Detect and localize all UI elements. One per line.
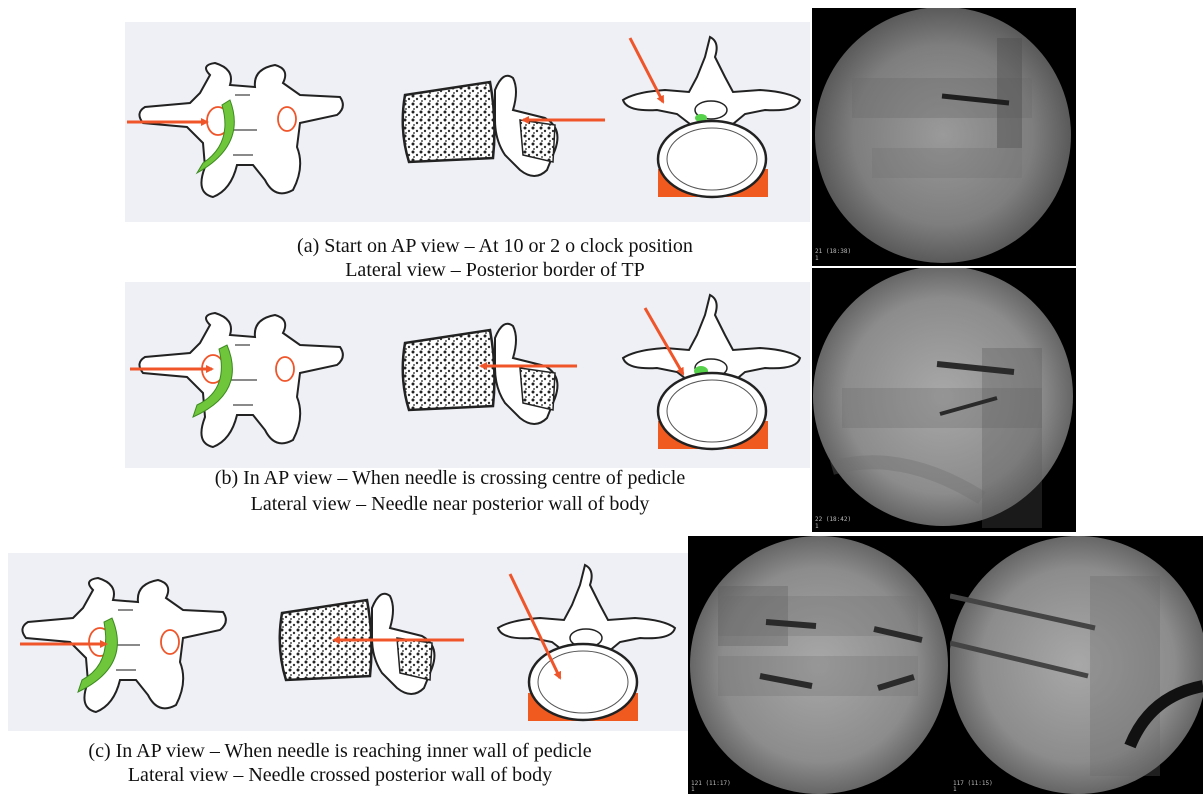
fluoro-label-c-ap: 121 (11:17) — [691, 780, 731, 787]
axial-view-vertebra-a — [615, 32, 810, 202]
fluoro-label-a: 21 (18:38) — [815, 248, 851, 255]
caption-a-line2: Lateral view – Posterior border of TP — [250, 258, 740, 282]
ap-view-vertebra-c — [8, 570, 248, 730]
axial-view-vertebra-b — [615, 290, 810, 460]
fluoro-label-c-lateral: 117 (11:15) — [953, 780, 993, 787]
lateral-view-vertebra-c — [272, 588, 492, 708]
caption-c-line1: (c) In AP view – When needle is reaching… — [20, 739, 660, 763]
axial-view-vertebra-c — [490, 560, 685, 730]
lateral-view-vertebra-a — [395, 70, 615, 190]
lateral-view-vertebra-b — [395, 318, 615, 438]
ap-view-vertebra-a — [125, 55, 365, 215]
fluoro-sublabel-c-ap: 1 — [691, 786, 695, 793]
ap-view-vertebra-b — [125, 305, 365, 465]
fluoroscopy-image-b: 22 (18:42) 1 — [812, 268, 1076, 532]
fluoro-sublabel-a: 1 — [815, 255, 819, 262]
fluoro-sublabel-b: 1 — [815, 523, 819, 530]
fluoroscopy-image-c-lateral: 117 (11:15) 1 — [950, 536, 1203, 794]
caption-b-line2: Lateral view – Needle near posterior wal… — [140, 492, 760, 516]
caption-b-line1: (b) In AP view – When needle is crossing… — [140, 466, 760, 490]
fluoroscopy-image-a: 21 (18:38) 1 — [812, 8, 1076, 266]
fluoroscopy-image-c-ap: 121 (11:17) 1 — [688, 536, 950, 794]
fluoro-label-b: 22 (18:42) — [815, 516, 851, 523]
caption-c-line2: Lateral view – Needle crossed posterior … — [20, 763, 660, 787]
fluoro-sublabel-c-lateral: 1 — [953, 786, 957, 793]
caption-a-line1: (a) Start on AP view – At 10 or 2 o cloc… — [250, 234, 740, 258]
